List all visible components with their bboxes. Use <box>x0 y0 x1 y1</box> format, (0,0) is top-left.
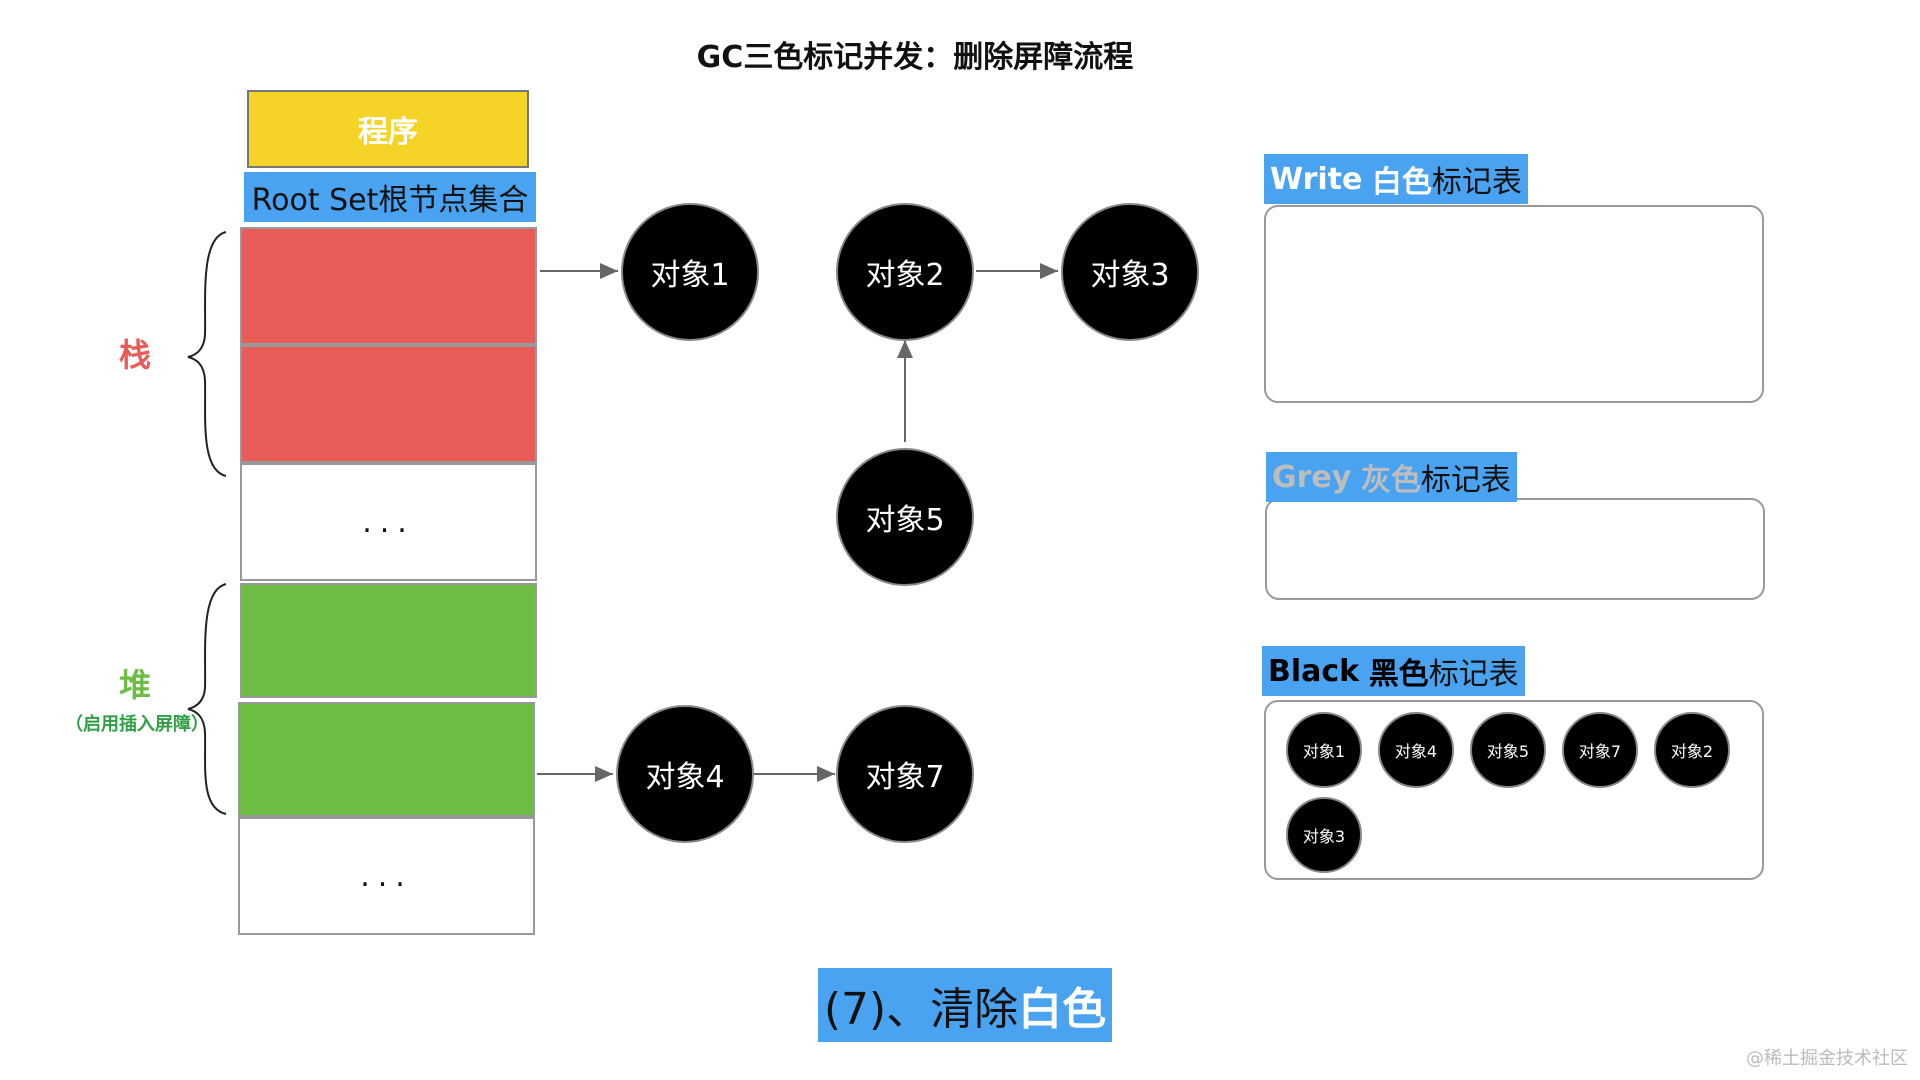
heap-ellipsis: ... <box>238 817 535 935</box>
black-table-color: 黑色 <box>1368 657 1429 692</box>
heap-block-1 <box>240 583 537 698</box>
black-table-item: 对象5 <box>1470 712 1546 788</box>
diagram-title: GC三色标记并发：删除屏障流程 <box>696 40 1134 75</box>
node-obj4: 对象4 <box>616 705 754 843</box>
grey-table-color: 灰色 <box>1360 463 1421 498</box>
heap-block-2 <box>238 702 535 817</box>
grey-table-suffix: 标记表 <box>1420 463 1511 498</box>
program-box: 程序 <box>247 90 529 168</box>
grey-table-name: Grey <box>1272 459 1352 495</box>
step-highlight: 白色 <box>1018 984 1107 1035</box>
watermark: @稀土掘金技术社区 <box>1746 1048 1908 1069</box>
heap-brace <box>187 583 227 815</box>
heap-label: 堆 <box>118 666 151 704</box>
stack-frame-2 <box>240 345 537 463</box>
black-table-item: 对象1 <box>1286 712 1362 788</box>
white-table-color: 白色 <box>1371 165 1432 200</box>
step-caption: (7)、清除白色 <box>818 968 1112 1042</box>
white-table-box <box>1264 205 1764 403</box>
heap-sublabel: （启用插入屏障） <box>65 714 209 735</box>
white-table-label: Write 白色标记表 <box>1264 154 1528 204</box>
black-table-item: 对象7 <box>1562 712 1638 788</box>
grey-table-box <box>1265 498 1765 600</box>
black-table-suffix: 标记表 <box>1428 657 1519 692</box>
black-table-item: 对象3 <box>1286 797 1362 873</box>
black-table-item: 对象4 <box>1378 712 1454 788</box>
black-table-label: Black 黑色标记表 <box>1262 646 1525 696</box>
node-obj3: 对象3 <box>1061 203 1199 341</box>
stack-brace <box>187 231 227 477</box>
node-obj7: 对象7 <box>836 705 974 843</box>
root-set-label: Root Set根节点集合 <box>244 172 536 222</box>
white-table-name: Write <box>1270 161 1363 197</box>
step-prefix: (7)、清除 <box>823 984 1019 1035</box>
black-table-name: Black <box>1268 653 1360 689</box>
stack-ellipsis: ... <box>240 463 537 581</box>
node-obj1: 对象1 <box>621 203 759 341</box>
stack-frame-1 <box>240 227 537 345</box>
black-table-item: 对象2 <box>1654 712 1730 788</box>
white-table-suffix: 标记表 <box>1431 165 1522 200</box>
node-obj5: 对象5 <box>836 448 974 586</box>
grey-table-label: Grey 灰色标记表 <box>1266 452 1517 502</box>
node-obj2: 对象2 <box>836 203 974 341</box>
stack-label: 栈 <box>118 336 151 374</box>
